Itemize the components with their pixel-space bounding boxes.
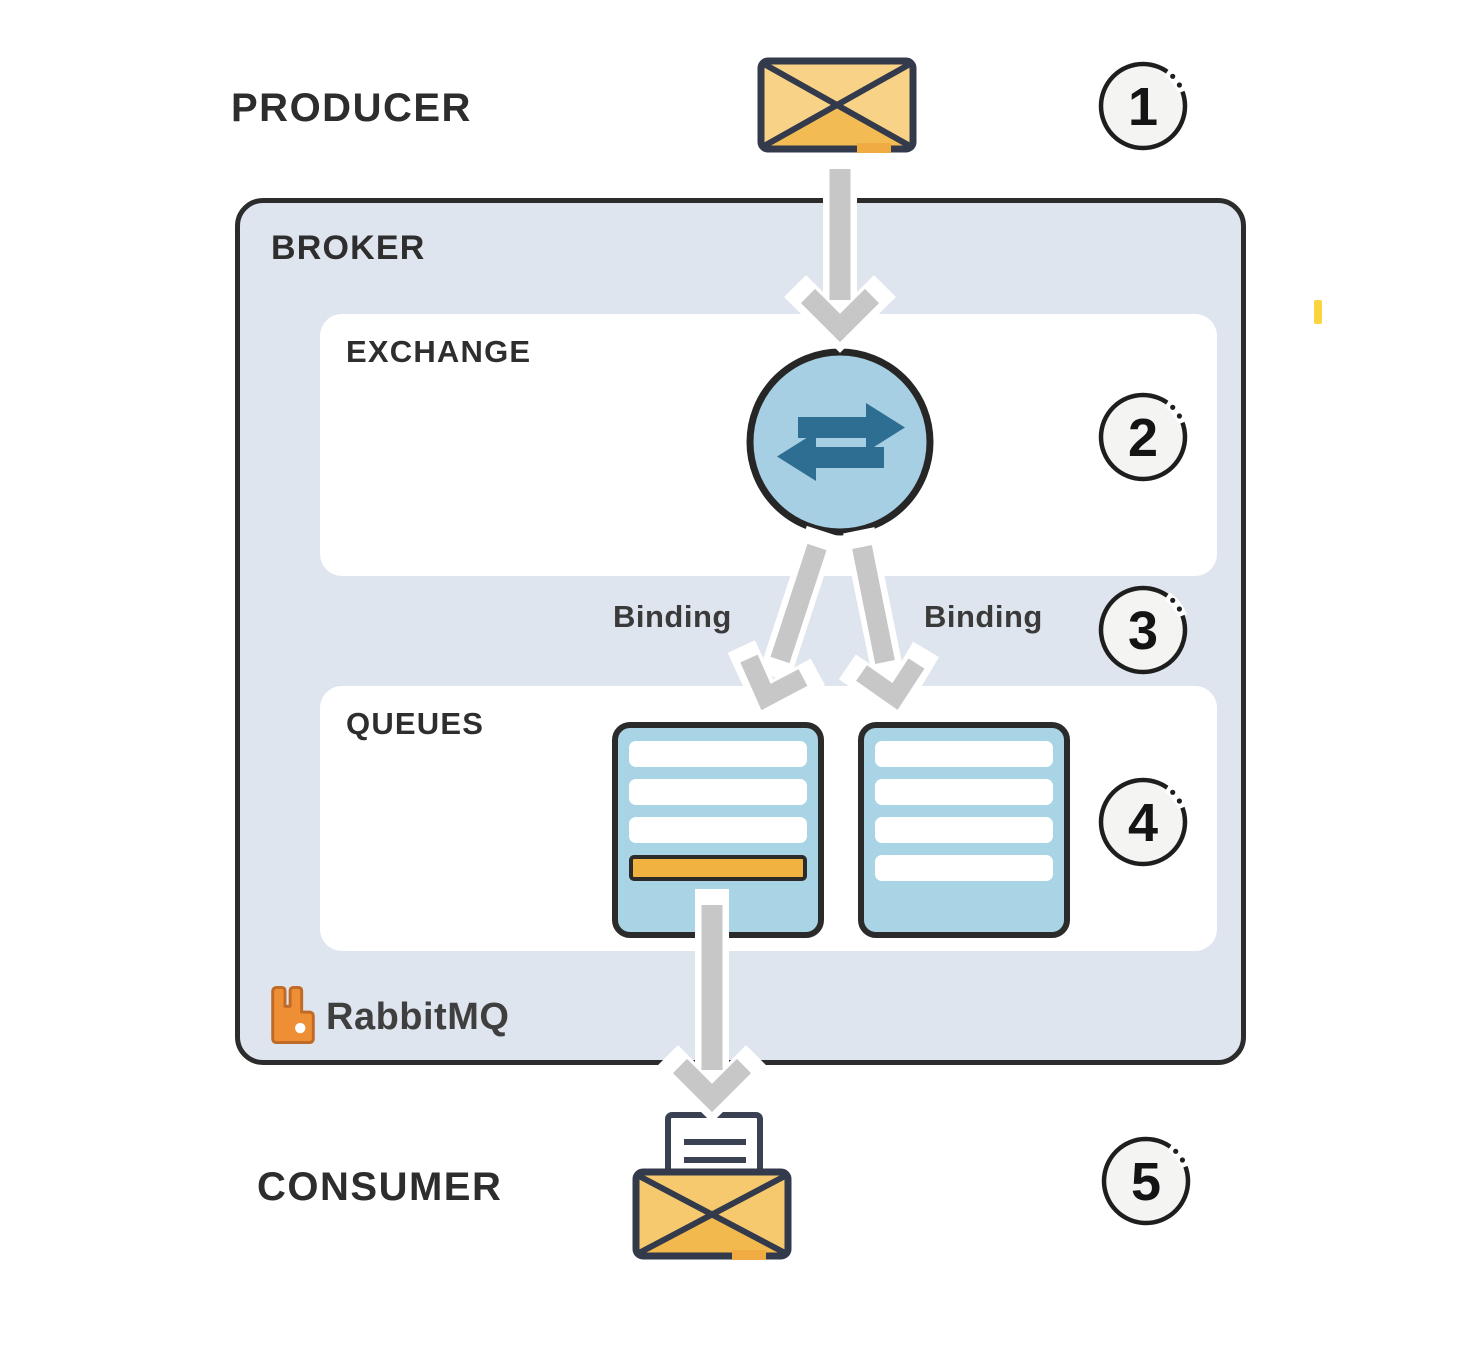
open-envelope-body (632, 1168, 792, 1260)
step-badge-5: 5 (1101, 1136, 1191, 1226)
queue-message-slot (629, 855, 807, 881)
step-number: 1 (1128, 77, 1158, 137)
binding-right-label: Binding (924, 599, 1043, 634)
step-number: 4 (1128, 793, 1158, 853)
consumer-label: CONSUMER (257, 1165, 503, 1209)
step-number: 3 (1128, 601, 1158, 661)
queue-list-icon (612, 722, 824, 938)
queue-list-icon (858, 722, 1070, 938)
open-envelope-letter-icon (632, 1112, 792, 1260)
step-badge-4: 4 (1098, 777, 1188, 867)
queue-slot (629, 779, 807, 805)
step-badge-1: 1 (1098, 61, 1188, 151)
step-number: 2 (1128, 408, 1158, 468)
binding-left-label: Binding (613, 599, 732, 634)
exchange-swap-arrows-icon (746, 348, 934, 536)
queue-slot (875, 817, 1053, 843)
queues-label: QUEUES (346, 706, 485, 741)
queue-slot (875, 855, 1053, 881)
broker-label: BROKER (271, 229, 426, 267)
swap-arrows-glyph (777, 403, 905, 481)
rabbitmq-brand-name: RabbitMQ (326, 996, 510, 1038)
exchange-label: EXCHANGE (346, 334, 532, 369)
text-cursor-mark (1314, 300, 1322, 324)
rabbitmq-logo-icon (271, 986, 315, 1044)
queue-slot (875, 779, 1053, 805)
queue-slot (875, 741, 1053, 767)
message-envelope-icon (757, 57, 917, 153)
step-badge-2: 2 (1098, 392, 1188, 482)
step-number: 5 (1131, 1152, 1161, 1212)
step-badge-3: 3 (1098, 585, 1188, 675)
producer-label: PRODUCER (231, 86, 472, 130)
queue-slot (629, 817, 807, 843)
queue-slot (629, 741, 807, 767)
